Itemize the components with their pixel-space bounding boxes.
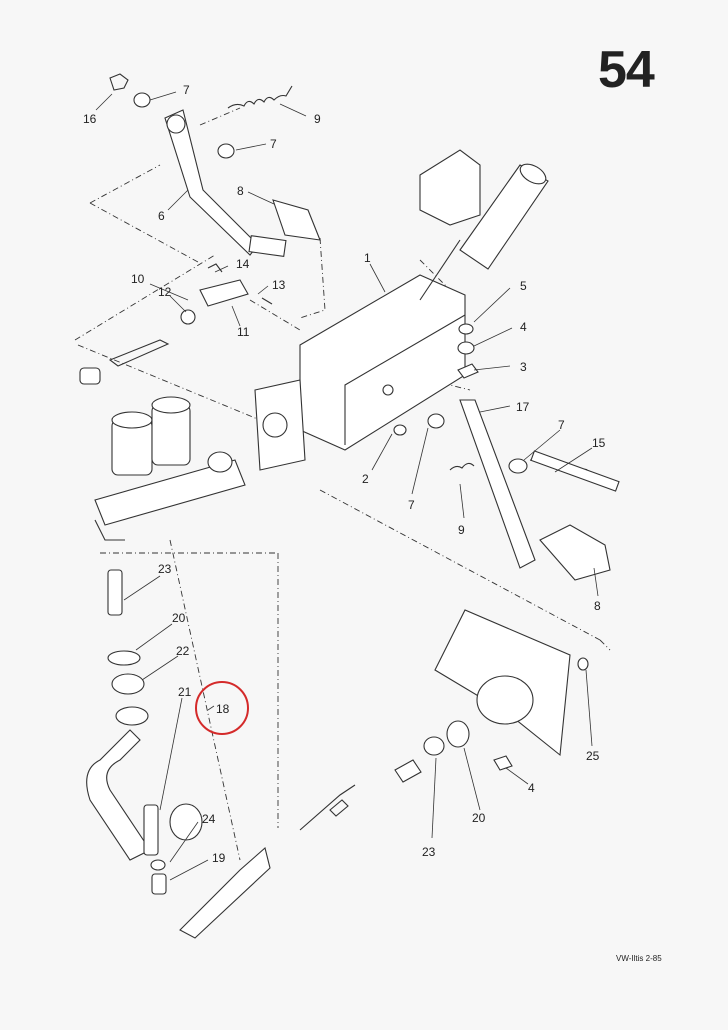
callout-9: 9 <box>458 523 465 537</box>
callout-4: 4 <box>528 781 535 795</box>
callout-2: 2 <box>362 472 369 486</box>
callout-12: 12 <box>158 285 172 299</box>
callout-1: 1 <box>364 251 371 265</box>
callout-20: 20 <box>172 611 186 625</box>
callout-20: 20 <box>472 811 486 825</box>
callout-11: 11 <box>237 325 250 339</box>
callout-21: 21 <box>178 685 192 699</box>
callout-7: 7 <box>408 498 415 512</box>
pedal-upper <box>109 73 321 258</box>
leader-lines <box>95 91 599 881</box>
callout-10: 10 <box>131 272 145 286</box>
highlight-circle <box>195 681 249 735</box>
callout-5: 5 <box>520 279 527 293</box>
callout-17: 17 <box>516 400 530 414</box>
slave-cylinder-group <box>299 609 589 831</box>
callout-3: 3 <box>520 360 527 374</box>
callout-6: 6 <box>158 209 165 223</box>
callout-9: 9 <box>314 112 321 126</box>
linkage-group <box>79 263 273 385</box>
callout-23: 23 <box>422 845 436 859</box>
callout-7: 7 <box>270 137 277 151</box>
page-number: 54 <box>598 41 655 99</box>
callout-24: 24 <box>202 812 216 826</box>
footer-note: VW-Iltis 2-85 <box>616 954 662 963</box>
callout-13: 13 <box>272 278 286 292</box>
hydraulic-line-group <box>86 569 271 939</box>
callout-19: 19 <box>212 851 226 865</box>
callout-8: 8 <box>237 184 244 198</box>
callout-7: 7 <box>558 418 565 432</box>
pedal-right <box>393 323 620 581</box>
column-assembly <box>419 149 549 301</box>
pedal-bracket <box>254 274 466 471</box>
callout-4: 4 <box>520 320 527 334</box>
callout-16: 16 <box>83 112 97 126</box>
callout-labels: 16 7 9 7 8 6 10 14 13 12 11 1 5 4 3 17 7… <box>83 83 606 865</box>
callout-25: 25 <box>586 749 600 763</box>
assembly-boundaries <box>74 107 611 861</box>
callout-15: 15 <box>592 436 606 450</box>
callout-8: 8 <box>594 599 601 613</box>
callout-18: 18 <box>216 702 230 716</box>
master-cylinder <box>94 396 246 541</box>
callout-22: 22 <box>176 644 190 658</box>
callout-14: 14 <box>236 257 250 271</box>
callout-23: 23 <box>158 562 172 576</box>
callout-18-tick <box>207 705 215 711</box>
callout-7: 7 <box>183 83 190 97</box>
